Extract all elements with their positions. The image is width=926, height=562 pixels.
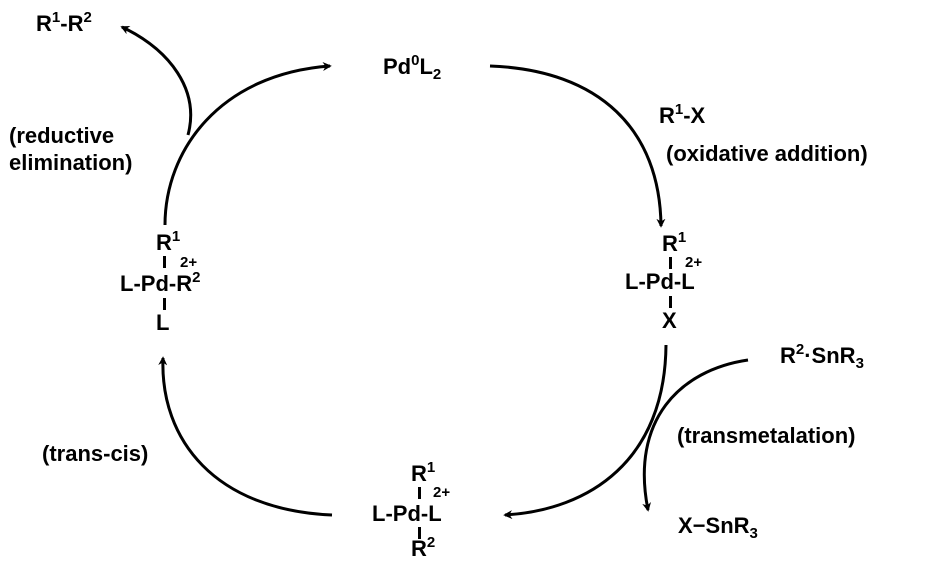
- complex3-top-r: R: [156, 230, 172, 255]
- complex2-bottom: R2: [411, 535, 435, 561]
- complex2-bond-top: [418, 487, 421, 499]
- product-r2-index: 2: [83, 9, 92, 26]
- step-trans-cis: (trans-cis): [42, 441, 149, 466]
- pd0-base: Pd: [383, 54, 412, 79]
- step-reductive-elimination-line1: (reductive: [9, 123, 115, 148]
- complex1-top-r: R: [662, 231, 678, 256]
- arrow-reductive-elimination-out: [120, 25, 193, 136]
- complex3-middle-text: L-Pd-R: [120, 271, 193, 296]
- complex2-bottom-index: 2: [426, 534, 436, 551]
- reagent2-index: 2: [795, 341, 805, 358]
- pd0-oxidation-state: 0: [411, 52, 420, 69]
- byproduct-subscript: 3: [749, 525, 758, 542]
- reagent1-rest: -X: [683, 103, 706, 128]
- product-r1: R: [36, 11, 52, 36]
- arrow-oxidative-addition: [489, 64, 666, 228]
- reagent1-r: R: [659, 103, 675, 128]
- complex3-charge: 2+: [180, 254, 198, 271]
- complex2-charge: 2+: [433, 484, 451, 501]
- complex2-top-r: R: [411, 461, 427, 486]
- reagent-r1-x: R1-X: [659, 101, 706, 128]
- complex2-bottom-r: R: [411, 536, 427, 561]
- step-oxidative-addition: (oxidative addition): [666, 141, 868, 166]
- reagent1-index: 1: [674, 101, 684, 118]
- step-transmetalation: (transmetalation): [677, 423, 856, 448]
- complex3-bond-top: [163, 256, 166, 268]
- complex3-top-index: 1: [171, 228, 181, 245]
- complex1-bond-top: [669, 257, 672, 269]
- pd0-ligand: L: [419, 54, 433, 79]
- pd0-ligand-count: 2: [432, 66, 442, 83]
- product-r1-r2: R1-R2: [36, 9, 92, 36]
- complex3-bond-bottom: [163, 298, 166, 310]
- reagent2-subscript: 3: [855, 355, 864, 372]
- byproduct-x-snr3: X−SnR3: [678, 513, 758, 542]
- complex3-middle: L-Pd-R2: [120, 270, 200, 296]
- product-r2: R: [67, 11, 84, 36]
- complex2-top-index: 1: [426, 459, 436, 476]
- complex2-bond-bottom: [418, 527, 421, 539]
- arrow-to-pd0: [163, 62, 332, 226]
- byproduct-text: X−SnR: [678, 513, 750, 538]
- complex1-top: R1: [662, 230, 686, 256]
- step-reductive-elimination-line2: elimination): [9, 150, 133, 175]
- complex3-middle-index: 2: [192, 269, 201, 286]
- product-separator: -: [60, 11, 68, 36]
- complex1-middle: L-Pd-L: [625, 269, 695, 294]
- arrow-transmetalation-in: [642, 358, 749, 512]
- complex1-bottom: X: [662, 308, 677, 333]
- complex3-top: R1: [156, 229, 180, 255]
- reagent-r2-snr3: R2·SnR3: [780, 341, 864, 371]
- arrow-transmetalation: [503, 344, 668, 520]
- arrow-trans-cis: [158, 356, 333, 517]
- complex1-charge: 2+: [685, 254, 703, 271]
- reagent2-r: R: [780, 343, 796, 368]
- reagent2-rest: ·SnR: [804, 343, 856, 368]
- complex1-top-index: 1: [677, 229, 687, 246]
- complex1-bond-bottom: [669, 296, 672, 308]
- complex2-top: R1: [411, 460, 435, 486]
- complex2-middle: L-Pd-L: [372, 501, 442, 526]
- complex3-bottom: L: [156, 310, 170, 335]
- pd0-catalyst: Pd0L2: [383, 52, 441, 82]
- product-r1-index: 1: [51, 9, 61, 26]
